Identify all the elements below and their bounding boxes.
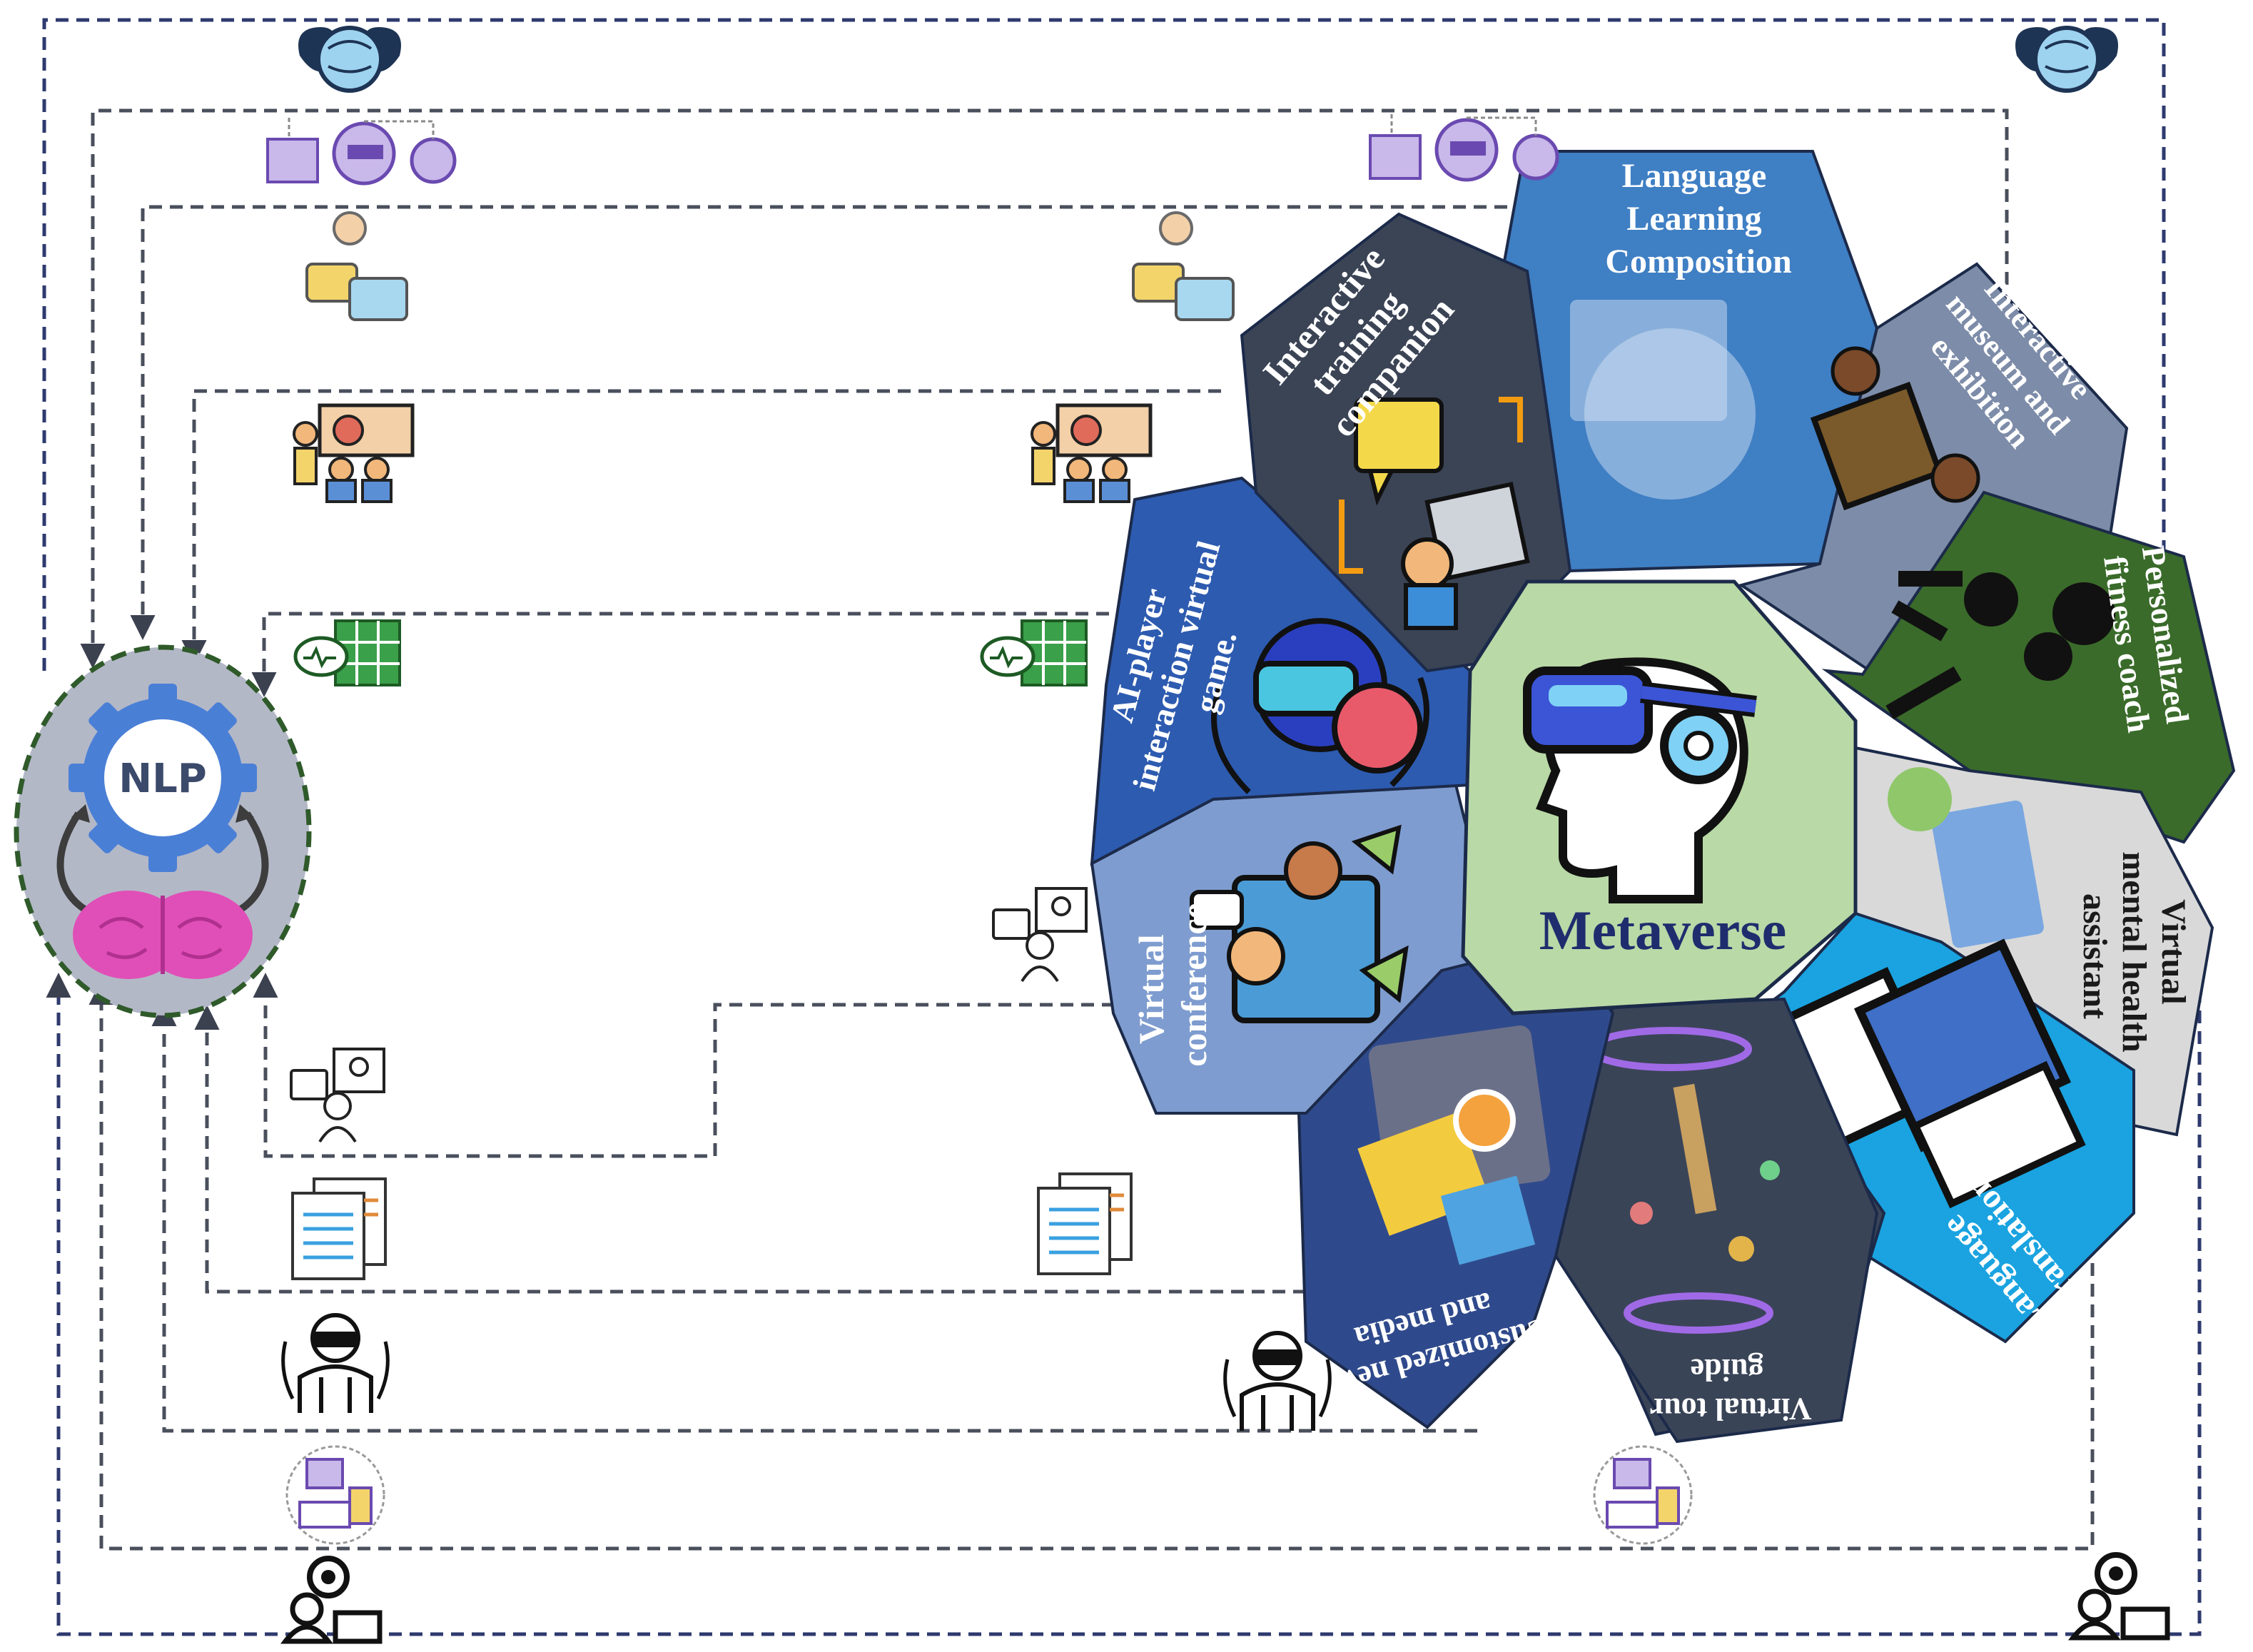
documents-icon-right [1037,1172,1133,1275]
connector-loop-1b [46,928,2202,1636]
engineer-gear-icon [280,1556,383,1644]
video-conference-icon [290,1048,385,1143]
petal-training: Interactive training companion [1240,212,1572,673]
spreadsheet-icon [293,619,401,686]
connector-loop-4b [194,1005,1306,1294]
connector-lines [42,18,2202,1636]
vr-gamer-icon [1211,618,1429,794]
brain-muscle-icon-right [2015,26,2118,93]
connector-loop-4 [181,389,1227,665]
petal-conference: Virtual conference [1090,783,1501,1115]
metaverse-flower: Language Learning Composition Interactiv… [1090,150,2236,1444]
spreadsheet-icon-right [980,619,1088,686]
vr-head-icon [1523,657,1757,903]
brain-muscle-icon [298,26,401,93]
petal-tour-guide-label: Virtual tour guide [1642,1352,1811,1427]
connector-loop-3b [151,1001,1477,1433]
petal-mental-health-label: Virtual mental health assistant [2076,851,2192,1060]
portal-bottom-icon [1624,1292,1773,1334]
petal-game: AI-player interaction virtual game. [1090,476,1472,866]
connector-loop-5 [251,612,1135,697]
vr-users-icon-right [1369,114,1559,182]
news-media-icon [1357,1025,1551,1265]
petal-language-learning: Language Learning Composition [1482,150,1879,573]
nlp-node: NLP [14,644,312,1018]
petal-language-learning-label: Language Learning Composition [1605,157,1791,280]
vr-headset-user-icon [281,1313,390,1413]
chat-bubbles-icon-right [1132,211,1235,321]
engineer-gear-icon-right [2067,1552,2170,1641]
vr-headset-user-icon-right [1223,1331,1332,1431]
cycle-arrow-right-icon [238,811,269,913]
connector-loop-2b [88,980,2095,1551]
cycling-figure-icon [1885,571,2115,719]
petal-tour-guide: Virtual tour guide [1554,997,1886,1444]
museum-frame-icon [1810,381,1944,511]
petal-conference-label: Virtual conference [1131,903,1214,1067]
right-icon-column [980,26,2170,1641]
chat-bubbles-icon [305,211,408,321]
brain-icon [73,891,253,979]
nlp-label: NLP [118,756,207,802]
ai-workflow-icon-right [1593,1445,1693,1545]
phone-consult-icon [1931,800,2044,948]
metaverse-center: Metaverse [1461,579,1858,1015]
petal-fitness: Personalized fitness coach [1821,490,2236,844]
cycle-arrow-left-icon [56,811,88,913]
presentation-icon-right [1031,403,1153,503]
training-screen-icon [1339,397,1530,630]
left-icon-column [266,26,457,1644]
connector-loop-5b [253,973,1156,1158]
vr-users-icon [266,118,457,186]
connector-loop-2 [80,108,2009,669]
metaverse-label: Metaverse [1539,899,1786,961]
documents-icon [291,1177,387,1280]
video-conference-icon-right [992,887,1088,983]
ai-workflow-icon [285,1445,385,1545]
presentation-icon [293,403,415,503]
conference-call-icon [1190,824,1409,1023]
gear-icon [69,684,257,872]
